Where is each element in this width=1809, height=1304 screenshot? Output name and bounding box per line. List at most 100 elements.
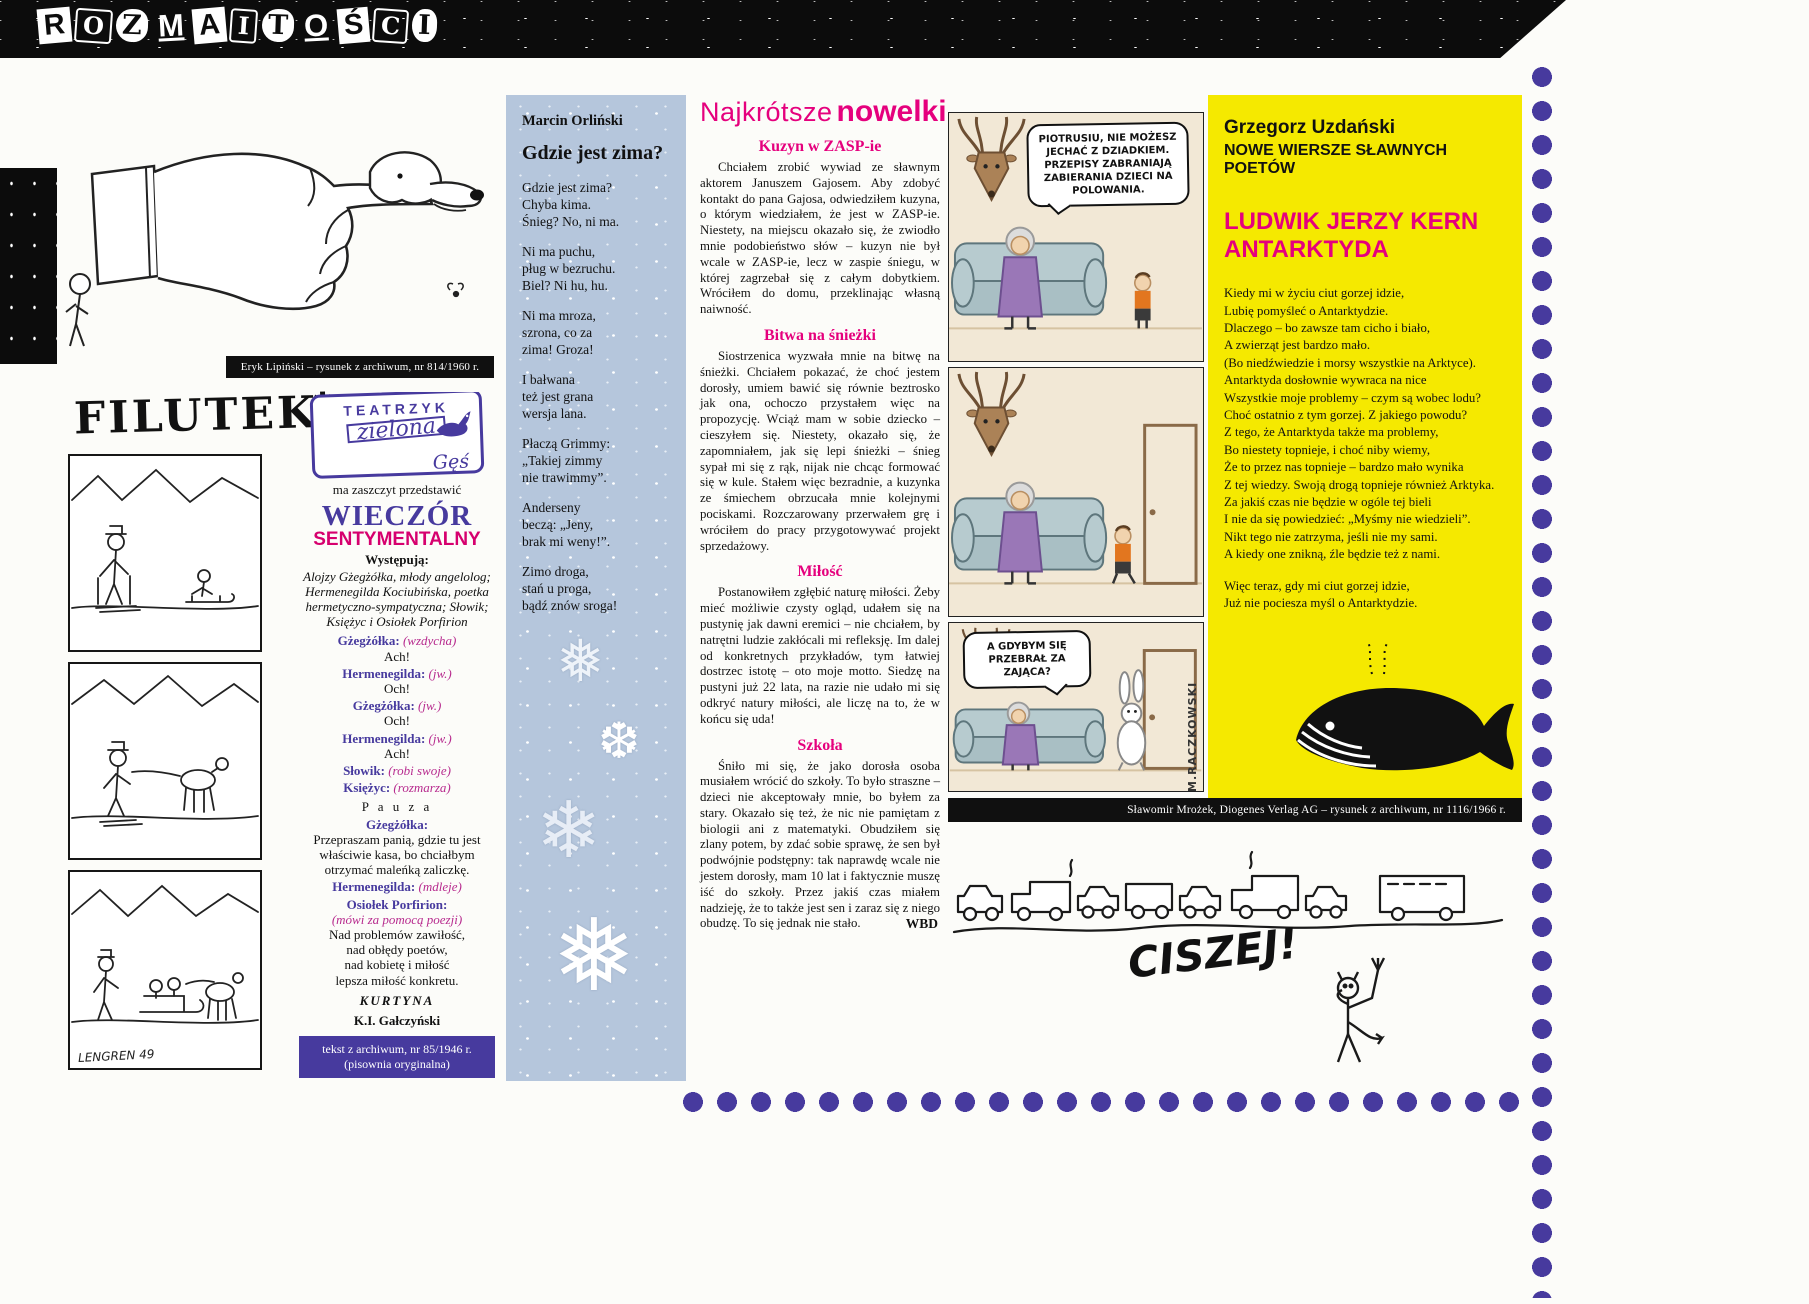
dog-nose bbox=[470, 189, 484, 201]
novella-heading: Kuzyn w ZASP-ie bbox=[758, 138, 882, 155]
poem-stanza: Anderseny beczą: „Jeny, brak mi weny!”. bbox=[522, 500, 611, 549]
boy-figure bbox=[1133, 272, 1152, 329]
play-title-line1: WIECZÓR bbox=[321, 500, 473, 533]
dog-eye bbox=[397, 173, 403, 179]
script-line: Hermenegilda: (jw.) bbox=[299, 731, 495, 746]
script-speech: Ach! bbox=[384, 648, 410, 664]
novella-heading: Miłość bbox=[797, 563, 843, 581]
archive-caption-mrozek: Sławomir Mrożek, Diogenes Verlag AG – ry… bbox=[948, 798, 1522, 822]
play-author: K.I. Gałczyński bbox=[353, 1013, 441, 1029]
play-title-line2: SENTYMENTALNY bbox=[313, 529, 481, 551]
logo-letter: I bbox=[229, 7, 259, 44]
logo-letter: T bbox=[261, 8, 295, 43]
logo-letter: R bbox=[36, 6, 73, 45]
whale-illustration bbox=[1296, 641, 1514, 771]
devil-figure bbox=[1336, 957, 1386, 1063]
traffic-jam-drawing: CISZEJ! bbox=[952, 850, 1504, 1063]
hand-dachshund-cartoon bbox=[65, 151, 484, 347]
stage-direction: (jw.) bbox=[425, 665, 452, 681]
comic-panel-1: PIOTRUSIU, NIE MOŻESZ JECHAĆ Z DZIADKIEM… bbox=[948, 112, 1204, 362]
character-name: Księżyc: bbox=[343, 780, 391, 796]
script-line: Słowik: (robi swoje) bbox=[299, 763, 495, 778]
poem-stanza: Płaczą Grimmy: „Takiej zimmy nie trawimm… bbox=[522, 436, 611, 485]
top-black-bar bbox=[0, 0, 1566, 58]
stage-direction: (robi swoje) bbox=[384, 763, 451, 779]
novella-body: Chciałem zrobić wywiad ze sławnym aktore… bbox=[700, 160, 940, 317]
stage-direction: (mówi za pomocą poezji) bbox=[331, 911, 463, 927]
novellas-column: Najkrótsze nowelki Kuzyn w ZASP-ie Chcia… bbox=[700, 95, 947, 932]
boy-in-bunny-costume bbox=[1116, 669, 1147, 771]
featured-poet: LUDWIK JERZY KERN bbox=[1224, 208, 1479, 235]
poem-stanza: Gdzie jest zima? Chyba kima. Śnieg? No, … bbox=[522, 180, 620, 229]
series-title: NOWE WIERSZE SŁAWNYCH POETÓW bbox=[1224, 142, 1448, 177]
curtain-line: KURTYNA bbox=[359, 992, 435, 1008]
small-man-figure bbox=[65, 273, 91, 347]
script-speech: Przepraszam panią, gdzie tu jest właściw… bbox=[313, 831, 481, 878]
featured-poem-title: ANTARKTYDA bbox=[1224, 235, 1389, 263]
logo-letter: A bbox=[191, 6, 228, 45]
novellas-title: Najkrótsze nowelki bbox=[700, 95, 947, 129]
poem-stanza: I bałwana też jest grana wersja lana. bbox=[522, 372, 594, 421]
snowflake-icon: ❄ bbox=[536, 786, 602, 876]
filutek-scene-1 bbox=[71, 468, 259, 613]
poem-author: Marcin Orliński bbox=[522, 113, 623, 129]
shout-text: CISZEJ! bbox=[1125, 918, 1300, 987]
filutek-panel-3: LENGREN 49 bbox=[68, 870, 262, 1070]
theater-intro: ma zaszczyt przedstawić bbox=[332, 482, 462, 497]
character-name: Hermenegilda: bbox=[342, 665, 426, 681]
pause-line: P a u z a bbox=[361, 799, 433, 815]
character-name: Osiołek Porfirion: bbox=[346, 896, 448, 912]
winter-poem-column: Marcin Orliński Gdzie jest zima? Gdzie j… bbox=[506, 95, 686, 1081]
logo-letter: C bbox=[372, 7, 410, 44]
logo-letter: M bbox=[156, 7, 185, 44]
whale-body bbox=[1296, 688, 1514, 771]
character-name: Hermenegilda: bbox=[332, 879, 416, 895]
door bbox=[1142, 649, 1197, 770]
left-black-strip bbox=[0, 168, 57, 364]
character-name: Gżegżółka: bbox=[352, 698, 415, 714]
artist-signature-raczkowski: M.RACZKOWSKI bbox=[1186, 681, 1199, 792]
grandma-figure bbox=[1001, 701, 1040, 771]
speech-bubble-bunny: A GDYBYM SIĘ PRZEBRAŁ ZA ZAJĄCA? bbox=[962, 629, 1092, 690]
novella-body: Śniło mi się, że jako dorosła osoba musi… bbox=[700, 758, 940, 931]
poem-title: Gdzie jest zima? bbox=[522, 142, 664, 164]
whale-spout bbox=[1367, 641, 1389, 675]
character-name: Gżegżółka: bbox=[365, 816, 429, 832]
filutek-title-text: FILUTEK bbox=[73, 387, 319, 445]
stage-direction: (jw.) bbox=[414, 698, 442, 714]
snowflake-icon: ❆ bbox=[598, 712, 640, 770]
script-line: Gżegżółka: (jw.) bbox=[299, 698, 495, 713]
logo-letter: O bbox=[302, 7, 329, 44]
script-speech: Och! bbox=[384, 713, 410, 729]
poem-stanza-1: Kiedy mi w życiu ciut gorzej idzie, Lubi… bbox=[1224, 286, 1495, 562]
osiolek-verse: Nad problemów zawiłość, nad obłędy poetó… bbox=[328, 927, 466, 988]
stage-direction: (wzdycha) bbox=[399, 633, 457, 649]
novellas-byline: WBD bbox=[905, 916, 938, 932]
speech-bubble-grandma: PIOTRUSIU, NIE MOŻESZ JECHAĆ Z DZIADKIEM… bbox=[1026, 121, 1190, 208]
novella-body: Postanowiłem zgłębić naturę miłości. Żeb… bbox=[700, 585, 940, 726]
cast-label: Występują: bbox=[365, 552, 429, 568]
grandma-figure bbox=[997, 226, 1043, 330]
theater-badge: TEATRZYK zielona Gęś bbox=[309, 392, 485, 479]
archive-caption-lipinski: Eryk Lipiński – rysunek z archiwum, nr 8… bbox=[226, 356, 494, 378]
whale-baleen bbox=[1297, 722, 1377, 768]
character-name: Gżegżółka: bbox=[337, 633, 400, 649]
script-speech: Och! bbox=[384, 681, 410, 697]
comic-panel-3: A GDYBYM SIĘ PRZEBRAŁ ZA ZAJĄCA? bbox=[948, 622, 1204, 792]
dot-border-right bbox=[1529, 60, 1555, 1298]
filutek-panel-2 bbox=[68, 662, 262, 860]
novella-body: Siostrzenica wyzwała mnie na bitwę na śn… bbox=[700, 348, 940, 553]
comic-scene-3 bbox=[949, 623, 1202, 790]
badge-zielona: zielona bbox=[346, 414, 448, 446]
poem-stanza: Ni ma mroza, szrona, co za zima! Groza! bbox=[522, 308, 596, 357]
snowflake-icon: ❅ bbox=[556, 627, 605, 695]
section-logo-rozmaitosci: R O Z M A I T O Ś C I bbox=[36, 6, 438, 45]
badge-ges: Gęś bbox=[432, 450, 470, 474]
poem-stanza-2: Więc teraz, gdy mi ciut gorzej idzie, Ju… bbox=[1224, 578, 1418, 611]
script-line: Hermenegilda: (jw.) bbox=[299, 666, 495, 681]
filutek-panel-1 bbox=[68, 454, 262, 652]
novellas-title-bold: nowelki bbox=[836, 95, 947, 128]
script-speech: Ach! bbox=[384, 745, 410, 761]
deer-trophy-icon bbox=[957, 116, 1026, 203]
stage-direction: (jw.) bbox=[425, 730, 452, 746]
